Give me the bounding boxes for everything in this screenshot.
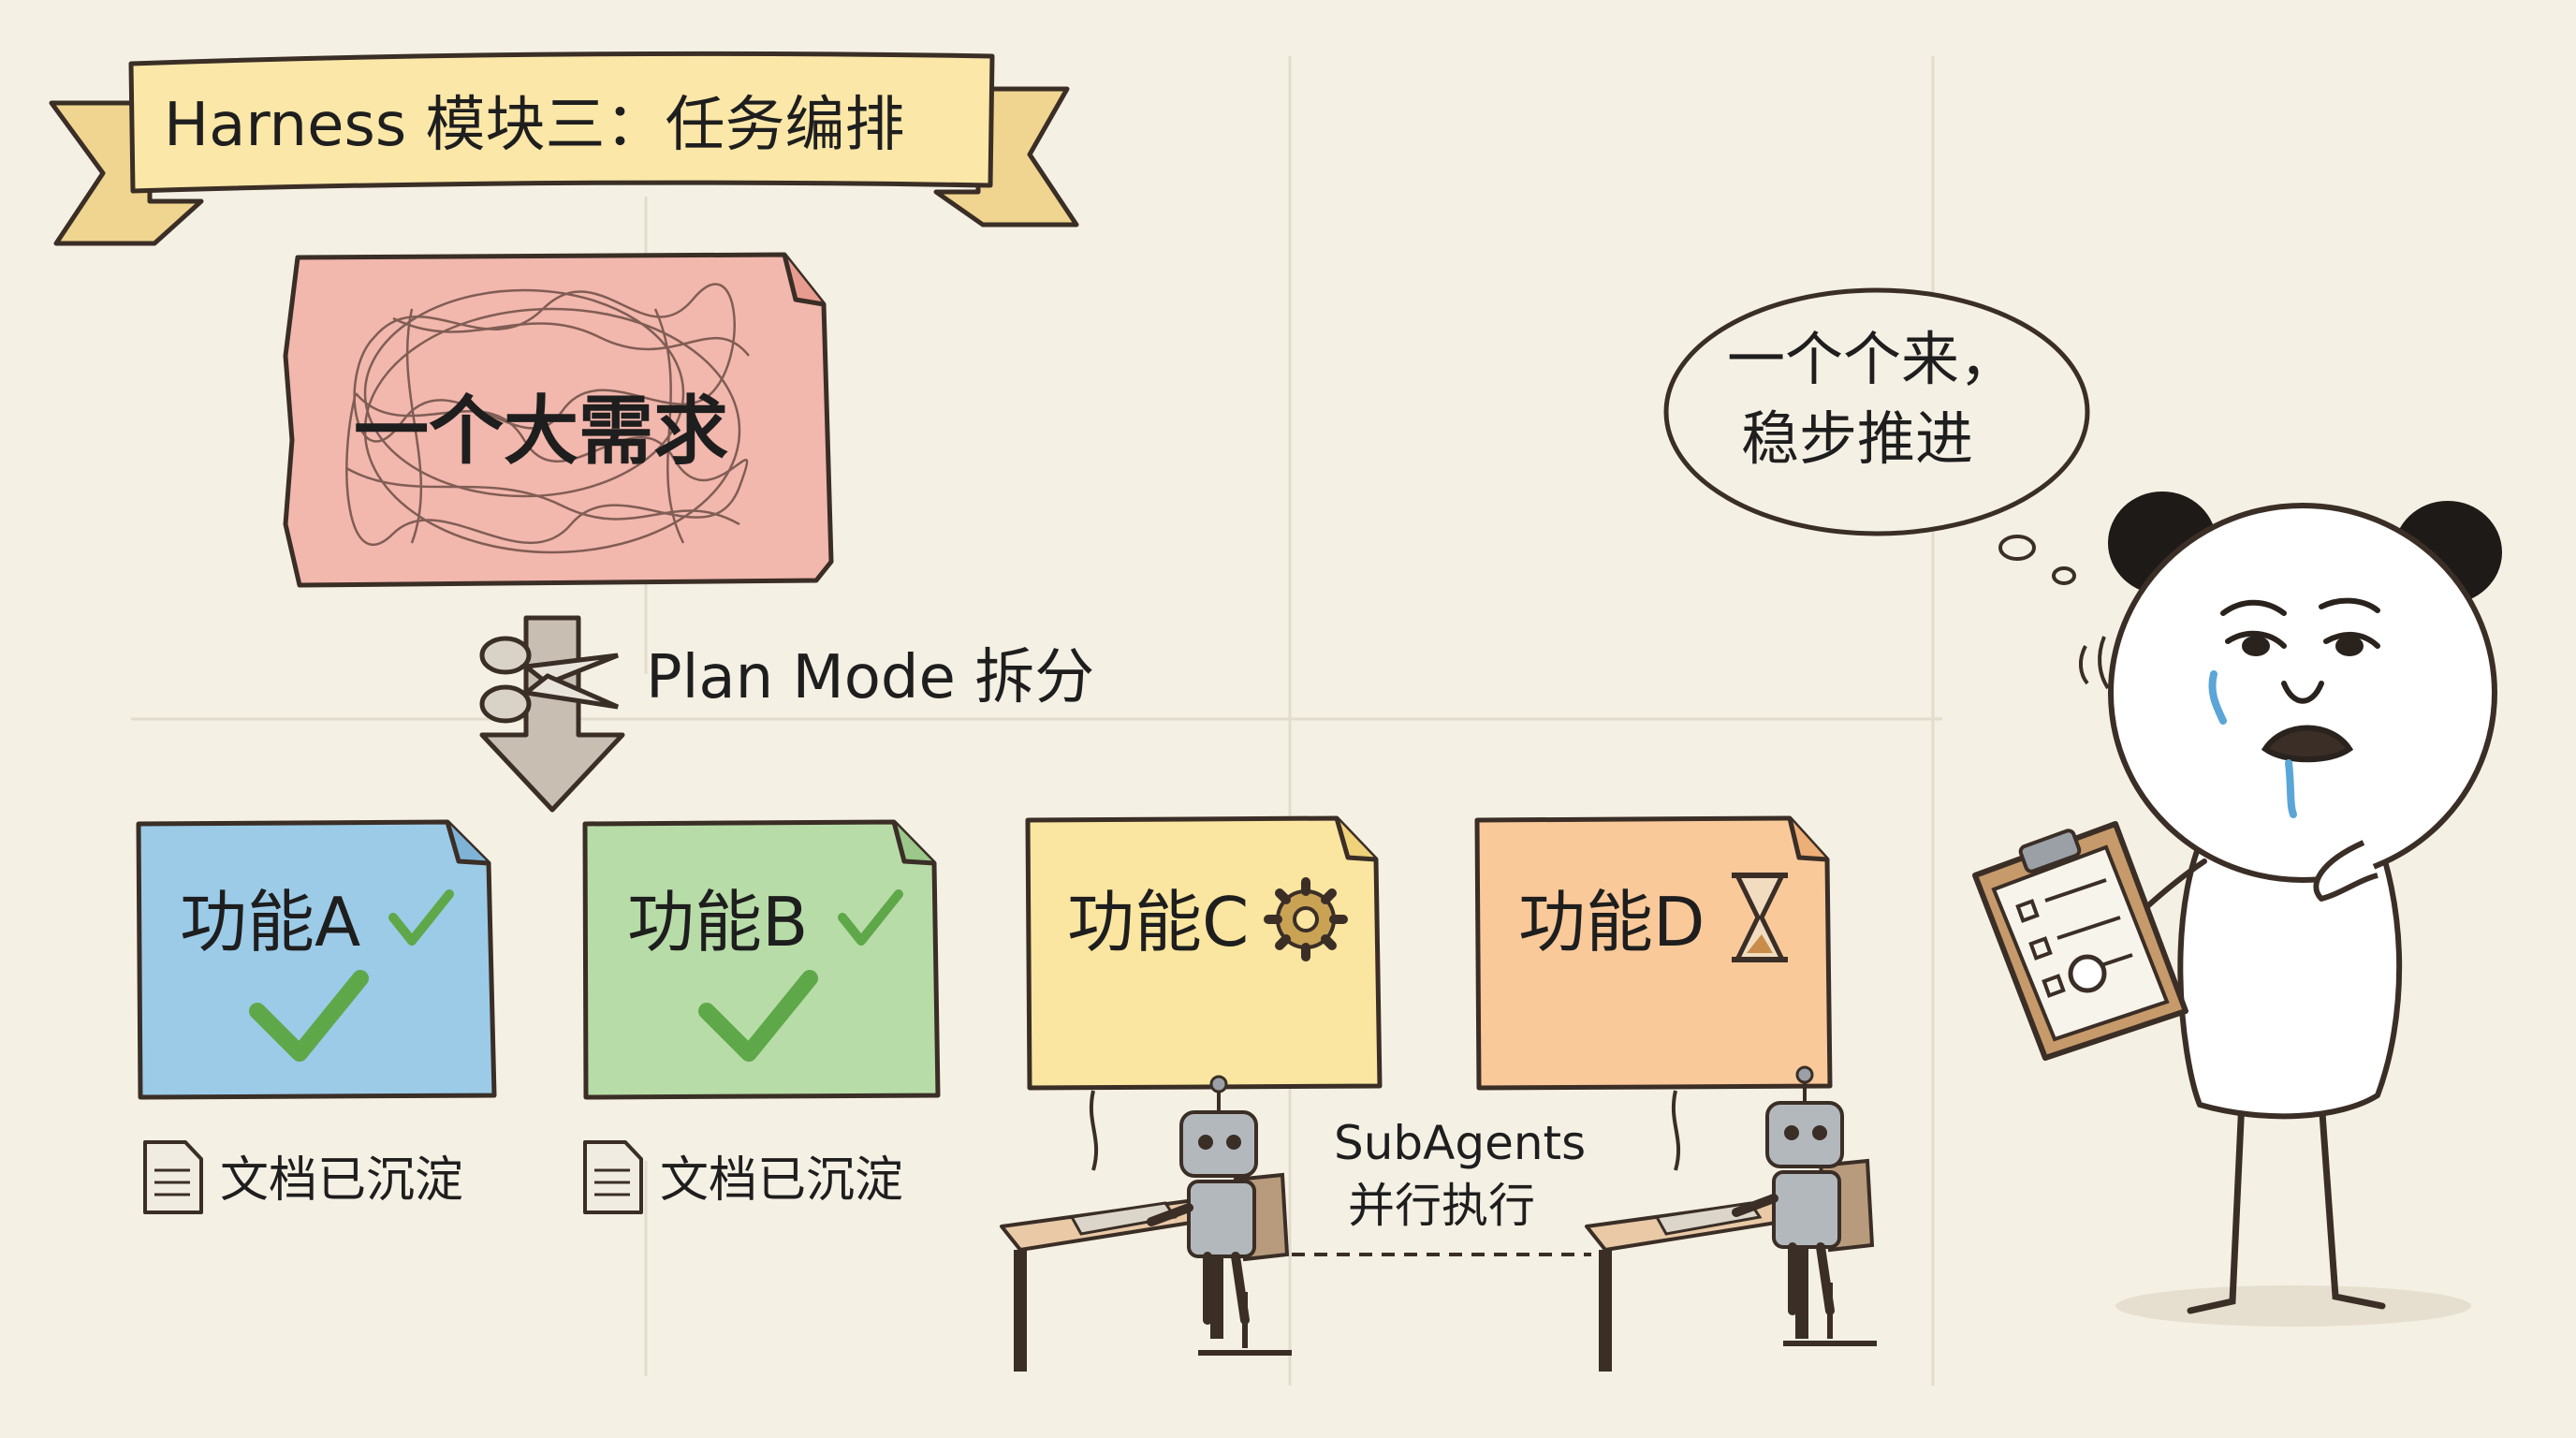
thought-bubble: 一个个来， 稳步推进 xyxy=(1663,287,2090,585)
check-icon xyxy=(698,970,818,1062)
title-banner: Harness 模块三：任务编排 xyxy=(49,51,1079,246)
doc-note-a-label: 文档已沉淀 xyxy=(220,1152,463,1209)
big-requirement-card: 一个大需求 xyxy=(283,252,834,588)
big-requirement-label: 一个大需求 xyxy=(354,388,728,475)
thought-line-2: 稳步推进 xyxy=(1741,404,1973,473)
split-label: Plan Mode 拆分 xyxy=(646,643,1094,712)
thought-line-1: 一个个来， xyxy=(1727,325,2017,393)
clipboard-icon xyxy=(1972,821,2188,1061)
doc-note-b-label: 文档已沉淀 xyxy=(660,1152,903,1209)
subagents-label-line1: SubAgents xyxy=(1334,1116,1586,1170)
check-icon xyxy=(249,970,369,1062)
panda-face xyxy=(2208,597,2380,818)
robot-worker-c xyxy=(1000,1075,1292,1372)
feature-card-d: 功能D xyxy=(1474,815,1833,1091)
subagents-label-line2: 并行执行 xyxy=(1348,1179,1535,1233)
robot-worker-d xyxy=(1585,1065,1877,1372)
feature-b-label: 功能B xyxy=(627,883,808,961)
feature-card-b: 功能B xyxy=(582,819,941,1100)
doc-note-b: 文档已沉淀 xyxy=(583,1140,903,1214)
scissors-icon xyxy=(479,636,620,724)
split-arrow xyxy=(479,615,625,813)
hourglass-icon xyxy=(1732,873,1788,962)
feature-d-label: 功能D xyxy=(1518,883,1705,961)
check-icon xyxy=(838,889,903,946)
gear-icon xyxy=(1264,877,1348,961)
feature-c-label: 功能C xyxy=(1067,883,1249,961)
document-icon xyxy=(143,1140,203,1214)
tangled-scribble xyxy=(345,283,750,554)
check-icon xyxy=(388,889,454,946)
feature-card-a: 功能A xyxy=(136,819,497,1100)
feature-a-label: 功能A xyxy=(180,883,360,961)
feature-card-c: 功能C xyxy=(1025,815,1383,1091)
doc-note-a: 文档已沉淀 xyxy=(143,1140,463,1214)
panda-character xyxy=(1972,492,2502,1327)
document-icon xyxy=(583,1140,643,1214)
page-title: Harness 模块三：任务编排 xyxy=(164,91,905,160)
